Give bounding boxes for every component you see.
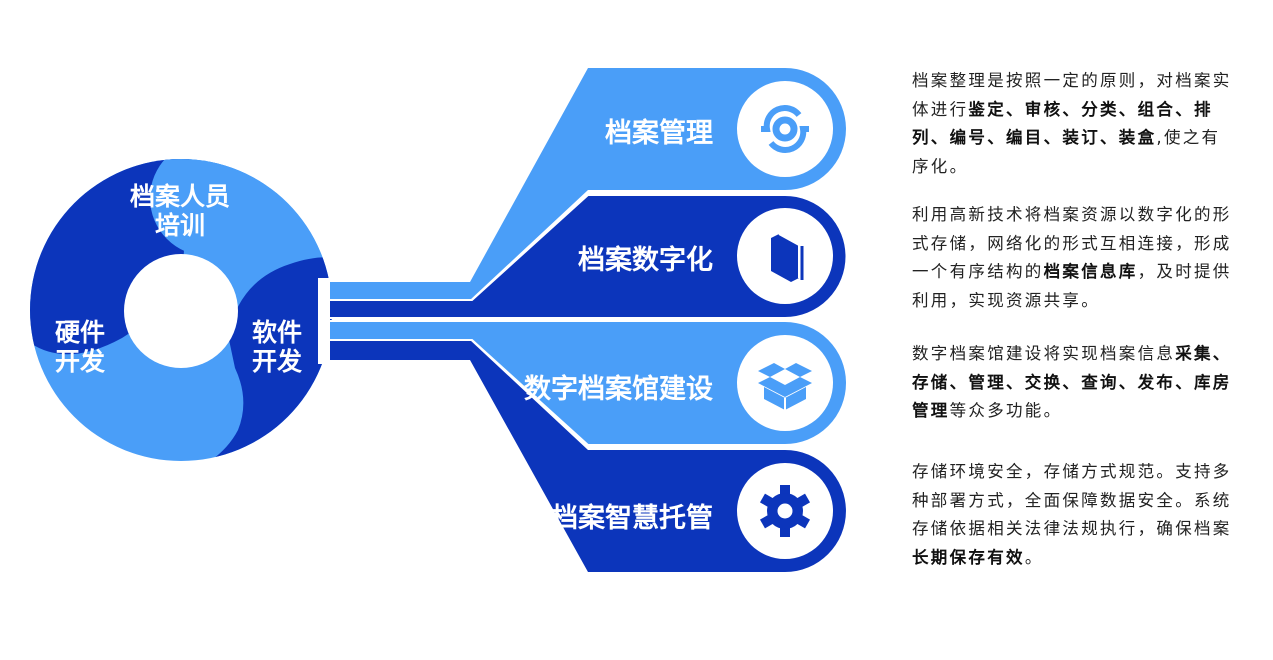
box-icon: [758, 363, 812, 410]
ribbon-icon-circle-4: [737, 463, 833, 559]
label-line: 软件: [251, 318, 302, 347]
description-archive-management: 档案整理是按照一定的原则，对档案实体进行鉴定、审核、分类、组合、排列、编号、编目…: [912, 67, 1234, 181]
description-highlight: 鉴定、审核、分类、组合、排列、编号、编目、装订、装盒: [912, 99, 1213, 148]
description-highlight: 档案信息库: [1043, 262, 1138, 281]
ribbon-icon-circle-3: [737, 335, 833, 431]
description-highlight: 长期保存有效: [912, 547, 1025, 567]
description-text: 利用高新技术将档案资源以数字化的形式存储，网络化的形式互相连接，形成一个有序结构…: [912, 205, 1232, 281]
wheel-label-software: 软件 开发: [247, 318, 307, 376]
ribbon-icon-circle-2: [737, 208, 833, 304]
label-line: 档案人员: [129, 182, 230, 211]
description-digital-archive: 数字档案馆建设将实现档案信息采集、存储、管理、交换、查询、发布、库房管理等众多功…: [912, 340, 1234, 426]
ribbon-shape-2: [324, 194, 848, 319]
description-highlight: 采集、存储、管理、交换、查询、发布、库房管理: [912, 344, 1232, 420]
ribbon-label-digitization: 档案数字化: [578, 245, 713, 276]
description-text: 档案整理是按照一定的原则，对档案实体进行: [912, 71, 1232, 119]
description-text: ，及时提供利用，实现资源共享。: [912, 262, 1232, 310]
ribbon-shape-4: [325, 340, 846, 572]
ribbon-label-smart-hosting: 档案智慧托管: [551, 503, 713, 534]
wheel-label-hardware: 硬件 开发: [50, 318, 110, 376]
ribbon-label-archive-management: 档案管理: [605, 118, 713, 149]
description-digitization: 利用高新技术将档案资源以数字化的形式存储，网络化的形式互相连接，形成一个有序结构…: [912, 201, 1234, 315]
sync-icon: [761, 105, 809, 153]
label-line: 培训: [154, 211, 205, 240]
description-text: ,使之有序化。: [912, 128, 1221, 176]
gear-icon: [759, 485, 811, 537]
ribbon-label-digital-archive: 数字档案馆建设: [524, 374, 713, 405]
description-smart-hosting: 存储环境安全，存储方式规范。支持多种部署方式，全面保障数据安全。系统存储依据相关…: [912, 458, 1234, 572]
description-text: 存储环境安全，存储方式规范。支持多种部署方式，全面保障数据安全。系统存储依据相关…: [912, 462, 1232, 538]
book-icon: [771, 233, 804, 282]
description-text: 。: [1024, 547, 1044, 567]
ribbon-shape-1: [325, 68, 846, 300]
label-line: 开发: [54, 347, 105, 376]
label-line: 硬件: [54, 318, 105, 347]
wheel-label-training: 档案人员 培训: [118, 182, 242, 240]
ribbon-shape-3: [324, 320, 848, 446]
wheel-hole: [124, 254, 238, 368]
description-text: 数字档案馆建设将实现档案信息: [912, 344, 1176, 363]
label-line: 开发: [251, 347, 302, 376]
ribbon-icon-circle-1: [737, 81, 833, 177]
description-text: 等众多功能。: [949, 401, 1063, 420]
